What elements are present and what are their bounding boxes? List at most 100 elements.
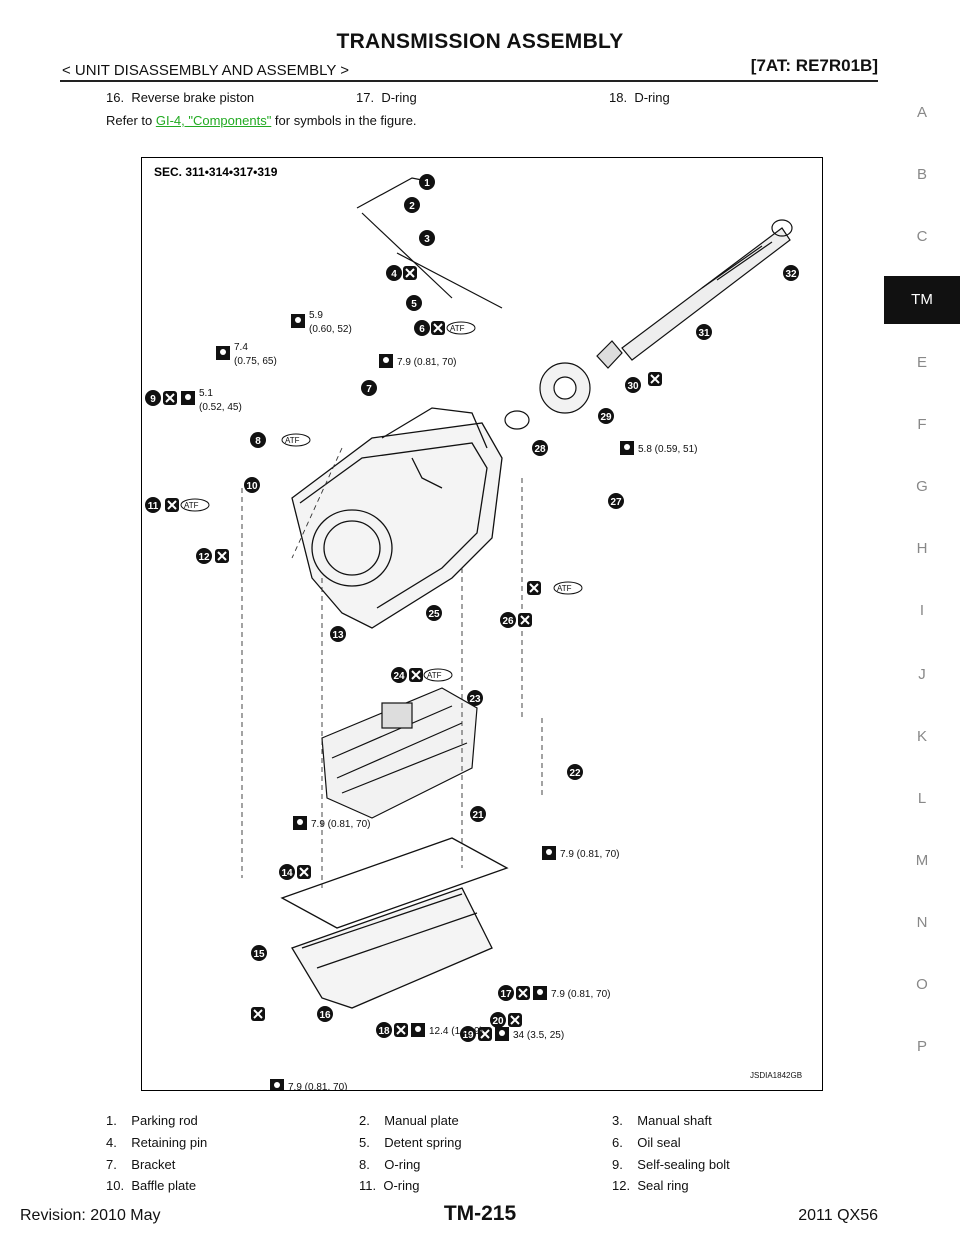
legend-num: 11.: [359, 1178, 377, 1193]
callout-26: 26: [502, 616, 514, 627]
legend-num: 2.: [359, 1113, 370, 1128]
index-tab-g[interactable]: G: [916, 478, 928, 495]
legend-num: 3.: [612, 1113, 623, 1128]
callout-21: 21: [472, 810, 484, 821]
index-tab-m[interactable]: M: [915, 852, 929, 869]
torque-7-9-top: 7.9 (0.81, 70): [397, 357, 456, 368]
legend-item-12: 12. Seal ring: [612, 1178, 689, 1193]
callout-9: 9: [150, 394, 156, 405]
legend-num: 5.: [359, 1135, 370, 1150]
legend-name: O-ring: [384, 1157, 421, 1172]
legend-num: 12.: [612, 1178, 631, 1193]
callout-29: 29: [600, 412, 612, 423]
callout-28: 28: [534, 444, 546, 455]
callout-19: 19: [462, 1030, 474, 1041]
legend-item-17: 17. D-ring: [356, 90, 417, 105]
callout-13: 13: [332, 630, 344, 641]
legend-num: 6.: [612, 1135, 623, 1150]
breadcrumb: < UNIT DISASSEMBLY AND ASSEMBLY >: [62, 62, 350, 79]
legend-num: 1.: [106, 1113, 117, 1128]
torque-labels: 5.9 (0.60, 52) 7.9 (0.81, 70) 7.4 (0.75,…: [199, 310, 697, 1093]
callout-22: 22: [569, 768, 581, 779]
legend-item-8: 8. O-ring: [359, 1157, 420, 1172]
refer-prefix: Refer to: [106, 113, 156, 128]
callout-14: 14: [281, 868, 293, 879]
legend-name: Bracket: [131, 1157, 176, 1172]
atf-labels: ATF ATF ATF ATF ATF: [180, 321, 583, 682]
index-tab-n[interactable]: N: [916, 914, 928, 931]
legend-name: Detent spring: [384, 1135, 462, 1150]
legend-num: 17.: [356, 90, 375, 105]
torque-7-9-pan: 7.9 (0.81, 70): [551, 989, 610, 1000]
index-tab-e[interactable]: E: [916, 354, 927, 371]
index-tab-c[interactable]: C: [916, 228, 928, 245]
legend-num: 8.: [359, 1157, 370, 1172]
index-tab-tm[interactable]: TM: [884, 276, 960, 324]
callout-10: 10: [246, 481, 258, 492]
callout-5: 5: [411, 299, 417, 310]
index-tab-h[interactable]: H: [916, 540, 928, 557]
legend-num: 9.: [612, 1157, 623, 1172]
callout-2: 2: [409, 201, 415, 212]
index-tab-i[interactable]: I: [919, 602, 925, 619]
legend-item-1: 1. Parking rod: [106, 1113, 198, 1128]
index-tab-o[interactable]: O: [916, 976, 928, 993]
callout-12: 12: [198, 552, 210, 563]
transmission-case: [291, 407, 503, 629]
torque-7-9-bottom: 7.9 (0.81, 70): [288, 1082, 347, 1090]
callout-8: 8: [255, 436, 261, 447]
callout-32: 32: [785, 269, 797, 280]
index-tab-j[interactable]: J: [918, 666, 926, 683]
torque-7-4: 7.4: [234, 342, 248, 353]
legend-num: 4.: [106, 1135, 117, 1150]
callout-7: 7: [366, 384, 372, 395]
legend-name: Baffle plate: [131, 1178, 197, 1193]
legend-name: Manual shaft: [637, 1113, 712, 1128]
torque-5-9: 5.9: [309, 310, 323, 321]
legend-item-6: 6. Oil seal: [612, 1135, 681, 1150]
leader-lines: [241, 447, 543, 888]
callout-25: 25: [428, 609, 440, 620]
legend-item-10: 10. Baffle plate: [106, 1178, 196, 1193]
torque-7-9-bracket: 7.9 (0.81, 70): [560, 849, 619, 860]
callout-15: 15: [253, 949, 265, 960]
legend-item-16: 16. Reverse brake piston: [106, 90, 254, 105]
reference-note: Refer to GI-4, "Components" for symbols …: [106, 113, 417, 128]
callout-17: 17: [500, 989, 512, 1000]
legend-name: Reverse brake piston: [131, 90, 255, 105]
legend-num: 7.: [106, 1157, 117, 1172]
section-label: SEC. 311•314•317•319: [154, 165, 278, 179]
index-tab-l[interactable]: L: [917, 790, 927, 807]
callout-3: 3: [424, 234, 430, 245]
callout-18: 18: [378, 1026, 390, 1037]
legend-item-18: 18. D-ring: [609, 90, 670, 105]
torque-7-4-units: (0.75, 65): [234, 356, 277, 367]
legend-num: 18.: [609, 90, 628, 105]
legend-name: D-ring: [381, 90, 417, 105]
legend-item-2: 2. Manual plate: [359, 1113, 459, 1128]
legend-name: O-ring: [383, 1178, 420, 1193]
torque-5-8: 5.8 (0.59, 51): [638, 444, 697, 455]
legend-item-7: 7. Bracket: [106, 1157, 175, 1172]
index-tab-b[interactable]: B: [916, 166, 927, 183]
legend-name: Oil seal: [637, 1135, 681, 1150]
callout-11: 11: [148, 501, 159, 512]
page-title: TRANSMISSION ASSEMBLY: [336, 30, 624, 53]
drum-gear: [504, 362, 591, 430]
model-label: [7AT: RE7R01B]: [750, 56, 878, 75]
index-tab-k[interactable]: K: [916, 728, 927, 745]
components-link[interactable]: GI-4, "Components": [155, 113, 272, 128]
legend-name: D-ring: [634, 90, 670, 105]
index-tab-a[interactable]: A: [916, 104, 927, 121]
index-tab-f[interactable]: F: [917, 416, 927, 433]
callout-27: 27: [610, 497, 622, 508]
torque-5-1-units: (0.52, 45): [199, 402, 242, 413]
legend-item-3: 3. Manual shaft: [612, 1113, 712, 1128]
index-tab-p[interactable]: P: [916, 1038, 927, 1055]
vehicle-model: 2011 QX56: [798, 1207, 878, 1224]
callout-30: 30: [627, 381, 639, 392]
torque-12-4: 12.4 (1.3, 9): [429, 1026, 483, 1037]
refer-suffix: for symbols in the figure.: [271, 113, 417, 128]
legend-name: Parking rod: [131, 1113, 198, 1128]
section-index: A B C TM E F G H I J K L M N O P: [884, 78, 960, 1178]
